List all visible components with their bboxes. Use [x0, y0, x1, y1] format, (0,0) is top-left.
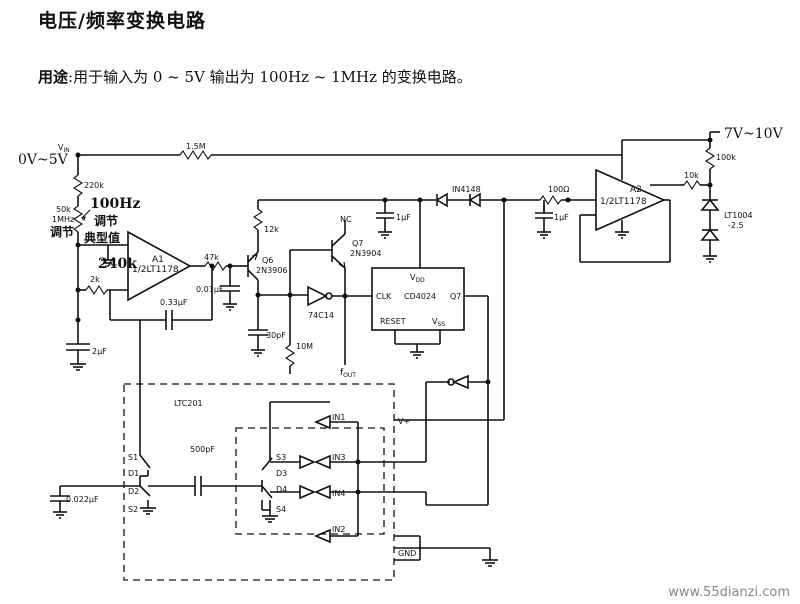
- vin-label: VIN: [58, 143, 70, 154]
- reference-section: [621, 131, 720, 263]
- r-220k-label: 220k: [84, 181, 104, 190]
- r-10m-label: 10M: [296, 342, 313, 351]
- r-10k-label: 10k: [684, 171, 699, 180]
- c-1uf-a-label: 1μF: [396, 213, 411, 222]
- page-title: 电压/频率变换电路: [38, 10, 206, 32]
- r-100k-label: 100k: [716, 153, 736, 162]
- ltc201-label: LTC201: [174, 399, 203, 408]
- typical-label: 典型值: [84, 230, 120, 245]
- in3-label: IN3: [332, 453, 345, 462]
- a2-section: [503, 155, 680, 420]
- vdd-label: VDD: [410, 273, 425, 284]
- d1-label: D1: [128, 469, 139, 478]
- pot-1mhz-label: 1MHz: [52, 215, 74, 224]
- q7-transistor: [284, 220, 346, 374]
- q6-part-label: 2N3906: [256, 266, 287, 275]
- r-1-5m-label: 1.5M: [186, 142, 206, 151]
- c-30pf-label: 30pF: [266, 331, 286, 340]
- a1-part-label: 1/2LT1178: [132, 265, 179, 275]
- pot-adjust-left-label: 调节: [50, 224, 74, 239]
- a2-label: A2: [630, 185, 642, 195]
- usage-text: :用于输入为 0 ~ 5V 输出为 100Hz ~ 1MHz 的变换电路。: [68, 68, 472, 86]
- c-500pf-label: 500pF: [190, 445, 215, 454]
- r-2k-label: 2k: [90, 275, 100, 284]
- vplus-label: V+: [398, 417, 410, 426]
- r-100-label: 100Ω: [548, 185, 569, 194]
- diodes-in4148: [417, 192, 540, 268]
- in4-label: IN4: [332, 489, 345, 498]
- s2-label: S2: [128, 505, 138, 514]
- pot-50k-label: 50k: [56, 205, 71, 214]
- c-1uf-b-label: 1μF: [554, 213, 569, 222]
- q6-label: Q6: [262, 256, 273, 265]
- in1-label: IN1: [332, 413, 345, 422]
- ltc201-switch: [50, 320, 504, 581]
- q6-transistor: [240, 199, 385, 357]
- clk-label: CLK: [376, 292, 392, 301]
- reset-label: RESET: [380, 317, 406, 326]
- cd4024-label: CD4024: [404, 292, 436, 301]
- q7-label: Q7: [352, 239, 363, 248]
- d3-label: D3: [276, 469, 287, 478]
- lt1004-v-label: -2.5: [728, 221, 744, 230]
- inverter-74c14: [307, 285, 372, 307]
- usage-description: 用途:用于输入为 0 ~ 5V 输出为 100Hz ~ 1MHz 的变换电路。: [38, 66, 472, 87]
- cd4024-counter: [371, 267, 489, 390]
- vss-label: VSS: [432, 317, 445, 328]
- supply-label: 7V~10V: [724, 126, 784, 142]
- s1-label: S1: [128, 453, 138, 462]
- watermark: www.55dianzi.com: [668, 585, 790, 600]
- gnd-label: GND: [398, 549, 416, 558]
- a1-opamp: [101, 230, 213, 330]
- a1-label: A1: [152, 255, 164, 265]
- a1-output-network: [200, 260, 240, 311]
- input-divider: [66, 155, 128, 371]
- fout-label: fOUT: [340, 368, 356, 379]
- diode-label: IN4148: [452, 185, 481, 194]
- c-033-label: 0.33μF: [160, 298, 188, 307]
- q7-part-label: 2N3904: [350, 249, 381, 258]
- c-1uf-a: [376, 197, 420, 239]
- c-0022-label: 0.022μF: [66, 495, 99, 504]
- nc-label: NC: [340, 215, 352, 224]
- in2-label: IN2: [332, 525, 345, 534]
- hz100-label: 100Hz: [90, 196, 140, 212]
- r-47k-label: 47k: [204, 253, 219, 262]
- s4-label: S4: [276, 505, 286, 514]
- d4-label: D4: [276, 485, 287, 494]
- r-12k-label: 12k: [264, 225, 279, 234]
- inv-label: 74C14: [308, 311, 334, 320]
- a2-part-label: 1/2LT1178: [600, 197, 647, 207]
- c-2uf-label: 2μF: [92, 347, 107, 356]
- vin-range-label: 0V~5V: [18, 152, 69, 168]
- adjust-right-label: 调节: [94, 213, 118, 228]
- q7pin-label: Q7: [450, 292, 461, 301]
- d2-label: D2: [128, 487, 139, 496]
- vin-rail: [75, 149, 622, 161]
- c-001-label: 0.01μF: [196, 285, 224, 294]
- lt1004-label: LT1004: [724, 211, 753, 220]
- usage-label: 用途: [38, 68, 69, 86]
- s3-label: S3: [276, 453, 286, 462]
